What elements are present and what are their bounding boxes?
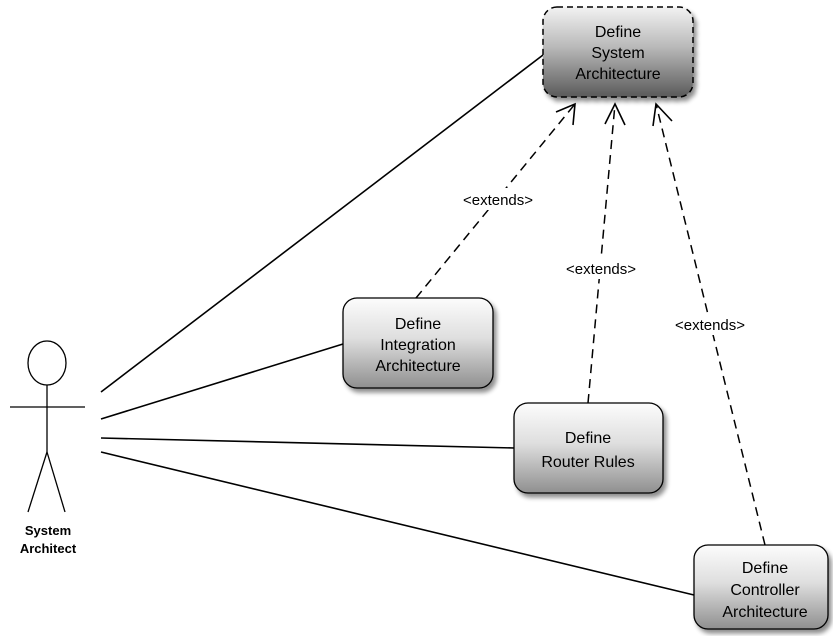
extends-label-2: <extends> <box>551 257 651 279</box>
actor-name-line: System <box>25 523 71 538</box>
actor-right-leg <box>46 451 66 513</box>
use-case-label-line: Integration <box>380 337 456 354</box>
use-case-router-rules[interactable]: Define Router Rules <box>513 402 664 494</box>
use-case-controller-architecture[interactable]: Define Controller Architecture <box>693 544 829 630</box>
use-case-label-line: Architecture <box>375 358 460 375</box>
extend-line-router <box>587 103 616 404</box>
extends-label-3: <extends> <box>660 313 760 335</box>
use-case-label-line: Controller <box>730 582 800 599</box>
actor-left-leg <box>27 451 48 513</box>
use-case-label-line: Define <box>595 24 641 41</box>
use-case-label-line: Define <box>395 316 441 333</box>
extend-arrowhead-integration <box>555 102 576 126</box>
extends-label-text: <extends> <box>675 317 745 334</box>
association-integration <box>100 343 344 420</box>
actor-name-line: Architect <box>20 541 77 556</box>
association-system <box>100 54 544 393</box>
use-case-system-architecture[interactable]: Define System Architecture <box>542 6 694 98</box>
use-case-label-line: System <box>591 45 644 62</box>
use-case-label-line: Architecture <box>722 604 807 621</box>
extend-arrowhead-controller <box>652 102 673 127</box>
association-router <box>100 437 515 449</box>
use-case-label-line: Router Rules <box>541 454 634 471</box>
extends-label-1: <extends> <box>448 188 548 210</box>
extends-label-text: <extends> <box>566 261 636 278</box>
actor-system-architect[interactable]: System Architect <box>10 340 85 556</box>
use-case-integration-architecture[interactable]: Define Integration Architecture <box>342 297 494 389</box>
use-case-label-line: Define <box>565 430 611 447</box>
use-case-label-line: Define <box>742 560 788 577</box>
associations <box>100 54 695 596</box>
association-controller <box>100 451 695 596</box>
actor-head <box>27 340 67 386</box>
extends-label-text: <extends> <box>463 192 533 209</box>
extend-arrowhead-router <box>604 102 626 126</box>
use-case-label-line: Architecture <box>575 66 660 83</box>
